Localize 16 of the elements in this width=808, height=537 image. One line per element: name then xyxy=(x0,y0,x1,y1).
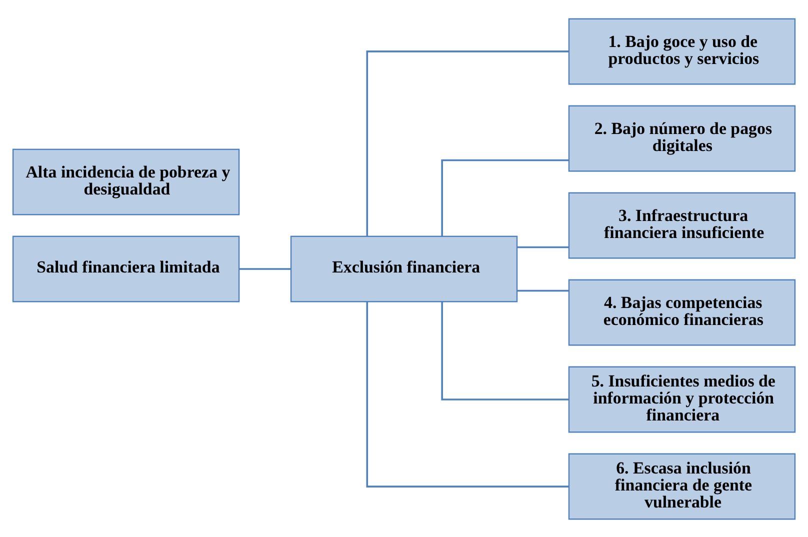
connector xyxy=(239,268,291,270)
node-box: 5. Insuficientes medios de información y protección financiera xyxy=(568,366,796,432)
node-box: Exclusión financiera xyxy=(290,235,518,302)
node-box: 6. Escasa inclusión financiera de gente vulnerable xyxy=(568,452,796,520)
connector xyxy=(517,289,569,292)
connector xyxy=(517,246,569,248)
node-box: 3. Infraestructura financiera insuficiente xyxy=(568,192,796,258)
connector xyxy=(366,50,569,236)
connector xyxy=(441,301,569,400)
connector xyxy=(441,158,569,236)
node-box: 4. Bajas competencias económico financieras xyxy=(568,278,796,346)
node-box: Salud financiera limitada xyxy=(12,235,240,302)
node-box: Alta incidencia de pobreza y desigualdad xyxy=(12,148,240,215)
connector xyxy=(366,302,569,487)
node-box: 1. Bajo goce y uso de productos y servicios xyxy=(568,18,796,84)
node-box: 2. Bajo número de pagos digitales xyxy=(568,104,796,172)
